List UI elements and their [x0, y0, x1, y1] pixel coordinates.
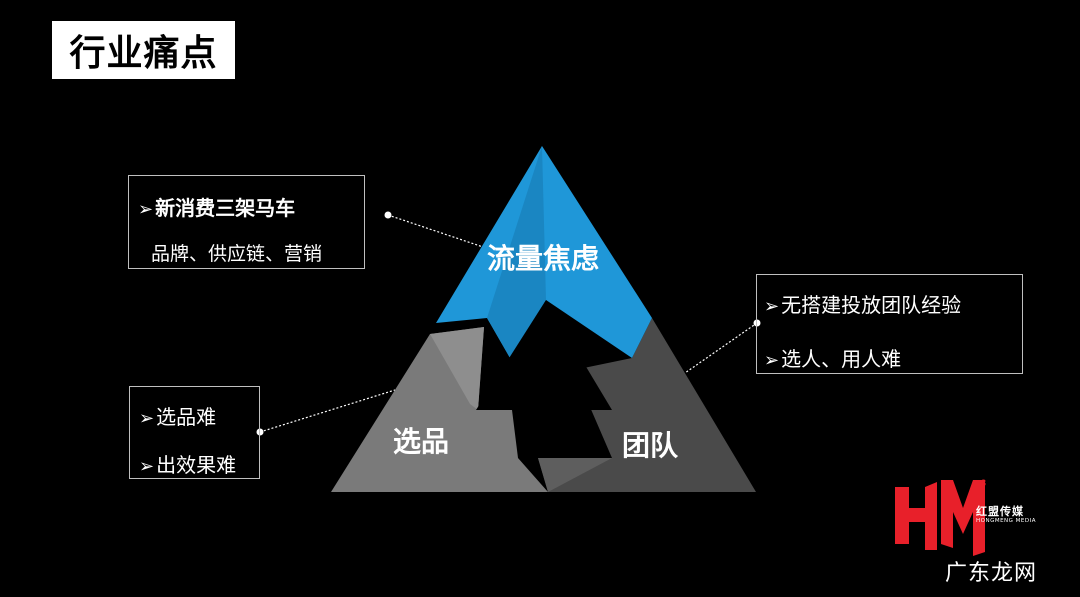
- segment-right-fold: [538, 458, 612, 492]
- segment-right-label: 团队: [622, 429, 679, 462]
- segment-right-shape: [538, 318, 756, 492]
- callout-left-item-1: 选品难: [156, 405, 217, 429]
- connector-right: [684, 322, 758, 374]
- callout-top-left-heading: 新消费三架马车: [155, 196, 296, 220]
- watermark-text: 广东龙网: [945, 561, 1038, 586]
- callout-left: ➢选品难 ➢出效果难: [129, 386, 260, 479]
- bullet-arrow-icon: ➢: [139, 408, 155, 429]
- connector-dot-left: [256, 428, 264, 436]
- bullet-arrow-icon: ➢: [764, 296, 780, 317]
- segment-top-label: 流量焦虑: [487, 242, 599, 275]
- brand-logo-icon: +8: [895, 479, 987, 556]
- callout-top-left-detail: 品牌、供应链、营销: [151, 243, 323, 265]
- segment-top-fold: [487, 146, 546, 358]
- bullet-arrow-icon: ➢: [139, 456, 155, 477]
- inner-triangle: [476, 300, 612, 410]
- connector-dot-right: [753, 319, 761, 327]
- callout-left-item-2-row: ➢出效果难: [139, 449, 236, 478]
- callout-left-item-1-row: ➢选品难: [139, 401, 216, 430]
- page-title: 行业痛点: [69, 33, 218, 74]
- segment-left-label: 选品: [393, 425, 449, 458]
- brand-logo-small-text: +8: [973, 479, 987, 489]
- segment-left-shape: [331, 327, 548, 492]
- callout-top-left: ➢新消费三架马车 品牌、供应链、营销: [128, 175, 365, 269]
- brand-name-cn: 红盟传媒: [976, 505, 1024, 518]
- page-title-box: 行业痛点: [52, 21, 235, 79]
- bullet-arrow-icon: ➢: [138, 199, 154, 220]
- segment-left-fold: [430, 327, 484, 410]
- callout-right-item-1: 无搭建投放团队经验: [781, 293, 962, 317]
- connector-dot-top-left: [384, 211, 392, 219]
- brand-name-en: HONGMENG MEDIA: [976, 518, 1037, 524]
- callout-top-left-heading-row: ➢新消费三架马车: [138, 192, 295, 221]
- callout-right-item-2-row: ➢选人、用人难: [764, 343, 901, 372]
- bullet-arrow-icon: ➢: [764, 350, 780, 371]
- connector-top-left: [387, 214, 493, 251]
- callout-left-item-2: 出效果难: [156, 453, 237, 477]
- callout-right: ➢无搭建投放团队经验 ➢选人、用人难: [756, 274, 1023, 374]
- connector-left: [259, 389, 396, 433]
- callout-right-item-2: 选人、用人难: [781, 347, 902, 371]
- callout-right-item-1-row: ➢无搭建投放团队经验: [764, 289, 961, 318]
